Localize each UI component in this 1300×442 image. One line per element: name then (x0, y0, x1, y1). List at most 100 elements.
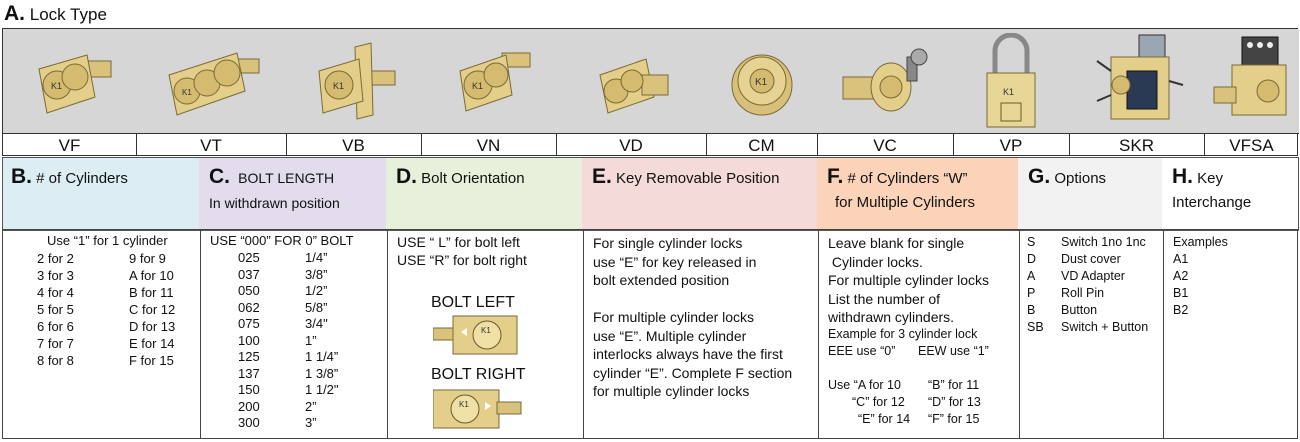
f-text: Leave blank for single Cylinder locks. F… (828, 234, 989, 327)
lock-image-vb: K1 (286, 29, 421, 134)
list-item: 9 for 9 (129, 251, 166, 266)
section-a-title: A. Lock Type (4, 2, 107, 26)
e-line: bolt extended position (593, 272, 730, 288)
lock-code-cm: CM (748, 136, 775, 155)
bolt-code: 062 (238, 299, 260, 315)
header-c-letter: C. (209, 165, 230, 188)
svg-text:K1: K1 (459, 400, 469, 409)
lock-image-vf: K1 (3, 29, 136, 134)
header-h-line1: Key (1197, 170, 1224, 187)
option-code: P (1027, 286, 1036, 300)
svg-text:K1: K1 (333, 81, 344, 91)
lock-cell-vp[interactable]: K1 VP (953, 29, 1070, 156)
f-f15: “F” for 15 (928, 412, 980, 426)
bolt-length: 3” (305, 415, 317, 430)
header-c: C. BOLT LENGTH In withdrawn position (199, 157, 387, 231)
bolt-right-image: K1 (432, 388, 523, 433)
header-b: B. # of Cylinders (2, 157, 201, 231)
lock-image-skr (1069, 29, 1204, 134)
header-h-letter: H. (1172, 165, 1193, 188)
option-code: D (1027, 252, 1037, 266)
svg-text:K1: K1 (472, 81, 483, 91)
list-item: 6 for 6 (37, 319, 74, 334)
list-item: E for 14 (129, 336, 175, 351)
lock-cell-vf[interactable]: K1 VF (3, 29, 137, 156)
header-h: H. Key Interchange (1162, 157, 1299, 231)
header-f-letter: F. (827, 165, 844, 188)
bolt-code: 100 (238, 332, 260, 348)
option-desc: Switch 1no 1nc (1061, 235, 1146, 249)
bolt-length: 1 1/4” (305, 349, 339, 364)
svg-text:K1: K1 (182, 88, 192, 97)
column-g: S D A P B SB Switch 1no 1nc Dust cover V… (1019, 230, 1164, 438)
f-c12: “C” for 12 (852, 395, 905, 409)
header-d-letter: D. (396, 165, 417, 188)
lock-image-vt: K1 (136, 29, 286, 134)
column-c: USE “000” FOR 0” BOLT 025 037 050 062 07… (200, 230, 388, 438)
bolt-right-label: BOLT RIGHT (431, 366, 526, 383)
lock-code-vc: VC (873, 136, 897, 155)
lock-cell-vc[interactable]: VC (817, 29, 954, 156)
header-e-title: Key Removable Position (616, 170, 780, 187)
e-line: use “E”. Multiple cylinder (593, 327, 747, 344)
svg-text:K1: K1 (755, 77, 768, 88)
lock-code-vt: VT (200, 136, 222, 155)
list-item: 3 for 3 (37, 268, 74, 283)
e-line: For multiple cylinder locks (593, 309, 755, 325)
lock-cell-vt[interactable]: K1 VT (136, 29, 287, 156)
header-h-line2: Interchange (1172, 194, 1252, 211)
f-line: Leave blank for single (828, 235, 965, 251)
f-e14: “E” for 14 (858, 412, 911, 426)
bolt-length: 1 3/8” (305, 365, 339, 381)
column-e: For single cylinder locks use “E” for ke… (583, 230, 819, 438)
list-item: 7 for 7 (37, 336, 74, 351)
g-descs: Switch 1no 1nc Dust cover VD Adapter Rol… (1061, 234, 1148, 336)
bolt-code: 200 (238, 398, 260, 414)
lock-image-vd (556, 29, 706, 134)
bolt-left-label: BOLT LEFT (431, 294, 515, 311)
column-h: Examples A1 A2 B1 B2 (1163, 230, 1299, 438)
header-c-line2: In withdrawn position (209, 195, 340, 211)
header-b-letter: B. (11, 165, 32, 188)
lock-cell-cm[interactable]: K1 CM (706, 29, 818, 156)
option-desc: Switch + Button (1061, 320, 1149, 334)
header-f-line2: for Multiple Cylinders (835, 194, 976, 211)
list-item: B for 11 (129, 285, 174, 300)
lock-cell-vn[interactable]: K1 VN (421, 29, 557, 156)
c-codes: 025 037 050 062 075 100 125 137 150 200 … (238, 250, 260, 432)
lock-image-vc (817, 29, 953, 134)
f-use-a: Use “A for 10 (828, 378, 901, 392)
list-item: C for 12 (129, 302, 176, 317)
bolt-code: 150 (238, 382, 260, 397)
bolt-code: 125 (238, 349, 260, 364)
lock-image-vp: K1 (953, 29, 1069, 134)
h-title: Examples (1173, 235, 1228, 249)
d-line1: USE “ L” for bolt left (397, 234, 520, 250)
lock-cell-vfsa[interactable]: VFSA (1204, 29, 1299, 156)
lock-cell-vd[interactable]: VD (556, 29, 707, 156)
b-intro: Use “1” for 1 cylinder (47, 233, 168, 248)
c-lengths: 1/4” 3/8” 1/2” 5/8” 3/4" 1” 1 1/4” 1 3/8… (305, 250, 339, 432)
lock-cell-skr[interactable]: SKR (1069, 29, 1205, 156)
list-item: 2 for 2 (37, 251, 74, 266)
option-code: B (1027, 303, 1036, 317)
list-item: 4 for 4 (37, 285, 74, 300)
bolt-code: 037 (238, 266, 260, 282)
lock-image-vn: K1 (421, 29, 556, 134)
f-line: For multiple cylinder locks (828, 272, 990, 288)
header-b-title: # of Cylinders (36, 170, 128, 187)
option-code: A (1027, 269, 1036, 283)
column-d: USE “ L” for bolt left USE “R” for bolt … (387, 230, 584, 438)
svg-text:K1: K1 (51, 81, 62, 91)
list-item: B2 (1173, 303, 1189, 317)
c-intro: USE “000” FOR 0” BOLT (210, 233, 354, 248)
e-line: use “E” for key released in (593, 253, 757, 270)
f-line: Cylinder locks. (828, 253, 923, 270)
bolt-code: 050 (238, 283, 260, 298)
lock-cell-vb[interactable]: K1 VB (286, 29, 422, 156)
header-g-title: Options (1054, 170, 1107, 187)
svg-text:K1: K1 (481, 326, 491, 335)
bolt-length: 1/4” (305, 250, 328, 265)
list-item: F for 15 (129, 353, 174, 368)
h-list: Examples A1 A2 B1 B2 (1173, 234, 1228, 319)
